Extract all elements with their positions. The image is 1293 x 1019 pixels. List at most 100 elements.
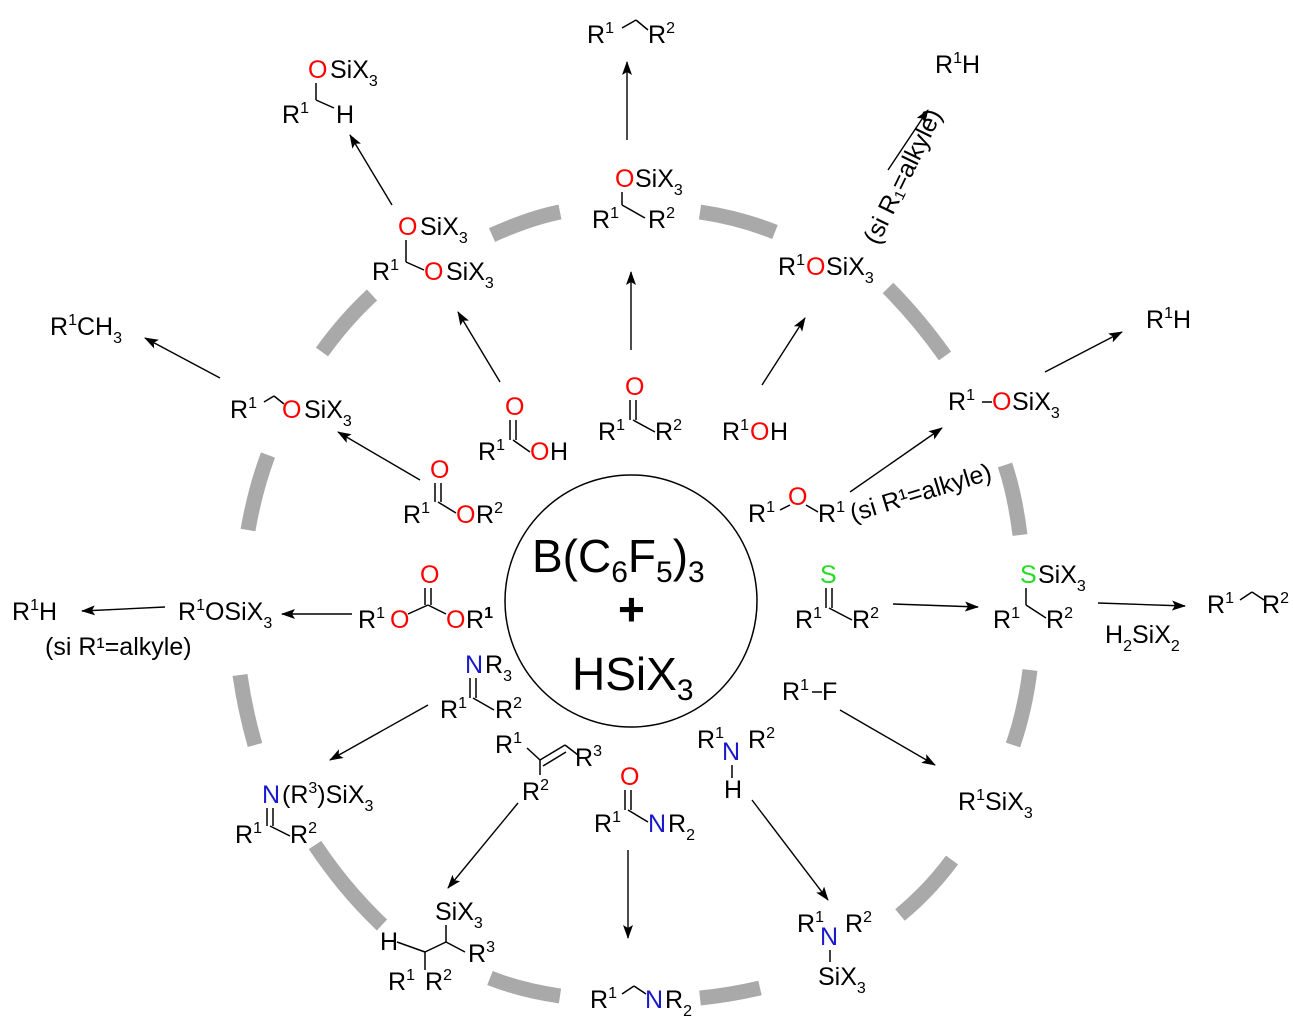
svg-text:R1: R1: [778, 252, 805, 281]
svg-text:O: O: [992, 388, 1011, 416]
svg-text:O: O: [625, 373, 644, 401]
silyl-amine-bottom: R1 N R2 SiX3: [797, 909, 872, 997]
svg-text:R1: R1: [594, 809, 621, 838]
svg-text:O: O: [390, 606, 409, 634]
svg-text:N: N: [262, 781, 280, 809]
svg-text:R1: R1: [235, 820, 262, 849]
svg-text:N: N: [465, 651, 483, 679]
ring-arc-left-upper: [240, 452, 276, 532]
r1h-top: R1H: [935, 50, 980, 79]
svg-text:R1: R1: [598, 417, 625, 446]
methyl-product: R1CH3: [50, 312, 122, 347]
arrow-ether: [849, 427, 943, 493]
svg-text:SiX3: SiX3: [435, 898, 483, 932]
alcohol-substrate: R1 O H: [722, 417, 788, 446]
arrow-alcohol: [761, 317, 806, 386]
alkane-top: R1 R2: [587, 19, 675, 49]
silyl-ether-left: R1OSiX3: [178, 597, 272, 632]
svg-text:SiX3: SiX3: [446, 258, 494, 292]
svg-text:R1: R1: [1207, 590, 1234, 619]
svg-text:R2: R2: [290, 820, 317, 849]
svg-text:O: O: [530, 438, 549, 466]
svg-text:R2: R2: [665, 986, 692, 1019]
arrow-amine: [751, 799, 829, 901]
svg-text:F: F: [822, 678, 837, 706]
svg-text:R1: R1: [440, 695, 467, 724]
svg-text:R1: R1: [590, 985, 617, 1014]
ring-arc-right-lower: [1005, 669, 1038, 748]
arrow-thioketone: [892, 601, 979, 612]
svg-text:R2: R2: [522, 777, 549, 806]
svg-text:R1: R1: [478, 437, 505, 466]
arrow-to-r1h-left: [81, 605, 166, 616]
svg-text:R1: R1: [818, 499, 845, 528]
svg-text:H: H: [336, 101, 354, 129]
silyl-amine-product: N (R3)SiX3 R1 R2: [235, 780, 374, 849]
ring-arc-bottom-left: [487, 971, 562, 1004]
svg-text:R1H: R1H: [935, 50, 980, 79]
ring-arc-lower-left: [308, 840, 388, 931]
alkene-substrate: R1 R3 R2: [495, 730, 602, 806]
alkyl-silane-product: SiX3 H R3 R1 R2: [380, 898, 495, 996]
svg-text:H: H: [724, 776, 742, 804]
svg-text:R1CH3: R1CH3: [50, 312, 122, 347]
svg-text:R1: R1: [697, 725, 724, 754]
svg-text:SiX3: SiX3: [826, 253, 874, 287]
svg-text:R1: R1: [358, 605, 385, 634]
svg-text:R2: R2: [476, 500, 503, 529]
svg-text:R2: R2: [852, 605, 879, 634]
svg-text:R1: R1: [993, 605, 1020, 634]
svg-text:R1: R1: [748, 499, 775, 528]
svg-text:O: O: [788, 483, 807, 511]
svg-text:R1: R1: [403, 500, 430, 529]
silyl-ether-right-top: R1 O SiX3: [778, 252, 874, 287]
svg-text:N: N: [645, 986, 663, 1014]
thio-silyl-ether: S SiX3 R1 R2: [993, 561, 1086, 634]
svg-text:R2: R2: [495, 695, 522, 724]
alkyl-silyl-ether-left: R1 O SiX3: [230, 395, 352, 430]
arrow-alkene: [447, 802, 519, 889]
svg-text:O: O: [424, 258, 443, 286]
arrow-to-r1h-top: [887, 109, 929, 171]
svg-text:R1H: R1H: [12, 597, 57, 626]
svg-text:SiX3: SiX3: [420, 213, 468, 247]
svg-text:SiX3: SiX3: [635, 165, 683, 199]
arrow-imine: [329, 704, 429, 761]
svg-text:O: O: [446, 606, 465, 634]
catalyst-formula: B(C6F5)3: [532, 530, 705, 589]
svg-text:S: S: [820, 561, 837, 589]
svg-text:R3: R3: [575, 743, 602, 772]
svg-text:O: O: [282, 396, 301, 424]
ring-arc-bottom-right: [699, 980, 762, 1006]
svg-text:N: N: [820, 923, 838, 951]
ketone-substrate: O R1 R2: [598, 373, 682, 446]
acetal-intermediate: O SiX3 R1 O SiX3: [372, 213, 494, 292]
ring-arc-right-upper: [997, 462, 1028, 536]
r1h-right: R1H: [1146, 305, 1191, 334]
ring-arc-upper-left: [315, 289, 378, 357]
svg-text:H: H: [550, 438, 568, 466]
svg-text:R2: R2: [668, 810, 695, 844]
svg-text:O: O: [398, 213, 417, 241]
svg-text:R1: R1: [282, 100, 309, 129]
arrow-ester: [337, 431, 421, 481]
imine-substrate: N R3 R1 R2: [440, 651, 522, 724]
alkane-right: R1 R2: [1207, 590, 1289, 619]
svg-text:SiX3: SiX3: [818, 963, 866, 997]
svg-text:O: O: [750, 418, 769, 446]
svg-text:SiX3: SiX3: [1012, 388, 1060, 422]
condition-h2six2: H2SiX2: [1105, 621, 1180, 655]
svg-text:R2: R2: [648, 205, 675, 234]
svg-text:R1: R1: [230, 395, 257, 424]
svg-text:S: S: [1020, 561, 1037, 589]
arrow-acetal: [349, 134, 393, 206]
svg-text:R3: R3: [468, 939, 495, 968]
alkoxy-silyl-right: R1 O SiX3: [948, 387, 1060, 422]
ring-arc-top-right: [698, 204, 778, 239]
ring-arc-lower-right: [895, 855, 959, 921]
center-circle: [504, 474, 758, 728]
acid-substrate: O R1 O H: [478, 393, 568, 466]
ring-arc-top: [488, 204, 562, 242]
svg-text:R1: R1: [587, 20, 614, 49]
